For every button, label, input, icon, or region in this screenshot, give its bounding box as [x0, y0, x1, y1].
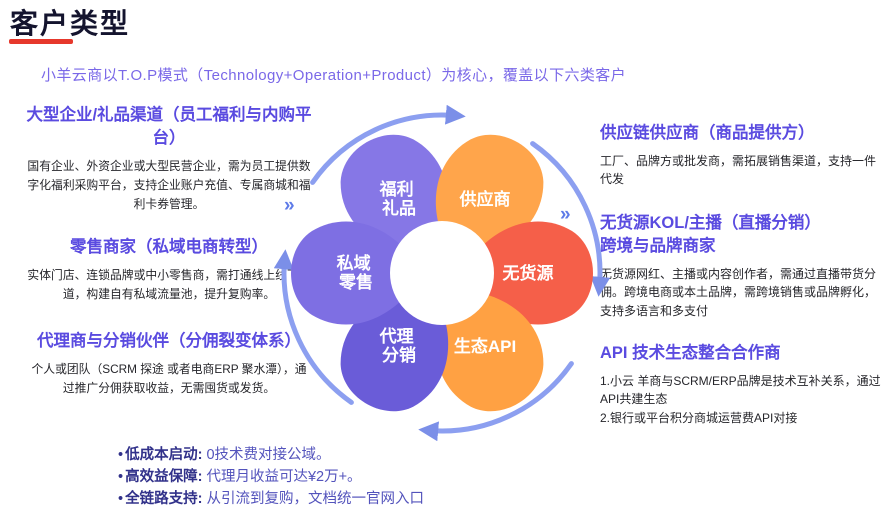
flow-arrow-right: [530, 141, 611, 297]
section-body: 国有企业、外资企业或大型民营企业，需为员工提供数字化福利采购平台，支持企业账户充…: [27, 158, 311, 211]
bullet-text: 代理月收益可达¥2万+。: [202, 469, 362, 485]
section-heading: 零售商家（私域电商转型）: [70, 238, 268, 256]
benefit-bullets: •低成本启动: 0技术费对接公域。 •高效益保障: 代理月收益可达¥2万+。 •…: [118, 444, 424, 510]
benefit-bullet-low-cost: •低成本启动: 0技术费对接公域。: [118, 444, 424, 466]
benefit-bullet-full-chain: •全链路支持: 从引流到复购，文档统一官网入口: [118, 488, 424, 510]
section-body: 1.小云 羊商与SCRM/ERP品牌是技术互补关系，通过API共建生态 2.银行…: [600, 372, 882, 428]
petal-label-supplier: 供应商: [459, 189, 511, 209]
flower-center-hub: [390, 221, 494, 325]
chevron-right-icon: »: [560, 204, 571, 225]
chevron-left-icon: »: [284, 195, 295, 216]
petal-label-eco-api: 生态API: [454, 336, 516, 356]
flow-arrow-left: [273, 249, 354, 405]
heading-line: 无货源KOL/主播（直播分销）: [600, 214, 821, 232]
bullet-text: 0技术费对接公域。: [202, 447, 331, 463]
customer-types-flower-diagram: » » 福利 礼品 供应商 无货源 生态API 代理 分销: [273, 104, 611, 442]
page-title: 客户类型: [10, 8, 131, 39]
benefit-bullet-high-return: •高效益保障: 代理月收益可达¥2万+。: [118, 466, 424, 488]
bullet-marker: •: [118, 491, 124, 507]
bullet-marker: •: [118, 469, 124, 485]
section-supply-chain-suppliers: 供应链供应商（商品提供方） 工厂、品牌方或批发商，需拓展销售渠道，支持一件代发: [600, 122, 882, 189]
section-heading: 代理商与分销伙伴（分佣裂变体系）: [37, 332, 301, 350]
section-body: 工厂、品牌方或批发商，需拓展销售渠道，支持一件代发: [600, 153, 877, 187]
bullet-marker: •: [118, 447, 124, 463]
body-line: 2.银行或平台积分商城运营费API对接: [600, 410, 798, 425]
section-body: 实体门店、连锁品牌或中小零售商，需打通线上线下渠道，构建自有私域流量池，提升复购…: [27, 267, 311, 301]
section-body: 无货源网红、主播或内容创作者，需通过直播带货分佣。跨境电商或本土品牌，需跨境销售…: [600, 266, 877, 318]
bullet-label: 全链路支持:: [125, 491, 203, 507]
petal-label-welfare-gifts: 福利 礼品: [379, 179, 419, 218]
section-heading: 无货源KOL/主播（直播分销） 跨境与品牌商家: [600, 212, 882, 258]
section-kol-streamers-brands: 无货源KOL/主播（直播分销） 跨境与品牌商家 无货源网红、主播或内容创作者，需…: [600, 212, 882, 320]
flow-arrow-bottom: [418, 361, 574, 442]
petal-label-private-retail: 私域 零售: [337, 253, 376, 292]
bullet-label: 高效益保障:: [125, 469, 203, 485]
petal-label-no-inventory: 无货源: [502, 263, 554, 283]
title-accent-bar: [9, 39, 73, 44]
flow-arrow-top: [310, 104, 466, 185]
bullet-label: 低成本启动:: [125, 447, 203, 463]
petal-label-agent-resell: 代理 分销: [379, 326, 419, 365]
section-heading: 大型企业/礼品渠道（员工福利与内购平台）: [26, 106, 312, 147]
petal-private-retail: [291, 221, 422, 325]
section-body: 个人或团队（SCRM 探途 或者电商ERP 聚水潭），通过推广分佣获取收益，无需…: [31, 361, 307, 395]
section-heading: API 技术生态整合合作商: [600, 344, 781, 362]
section-enterprise-gift-channel: 大型企业/礼品渠道（员工福利与内购平台） 国有企业、外资企业或大型民营企业，需为…: [26, 104, 312, 214]
section-heading: 供应链供应商（商品提供方）: [600, 124, 815, 142]
heading-line: 跨境与品牌商家: [600, 236, 716, 255]
section-api-ecosystem-partners: API 技术生态整合合作商 1.小云 羊商与SCRM/ERP品牌是技术互补关系，…: [600, 342, 882, 428]
subtitle: 小羊云商以T.O.P模式（Technology+Operation+Produc…: [41, 67, 627, 84]
body-line: 1.小云 羊商与SCRM/ERP品牌是技术互补关系，通过API共建生态: [600, 373, 881, 407]
section-retail-merchants: 零售商家（私域电商转型） 实体门店、连锁品牌或中小零售商，需打通线上线下渠道，构…: [26, 236, 312, 304]
bullet-text: 从引流到复购，文档统一官网入口: [202, 491, 424, 507]
section-agents-distributors: 代理商与分销伙伴（分佣裂变体系） 个人或团队（SCRM 探途 或者电商ERP 聚…: [26, 330, 312, 398]
